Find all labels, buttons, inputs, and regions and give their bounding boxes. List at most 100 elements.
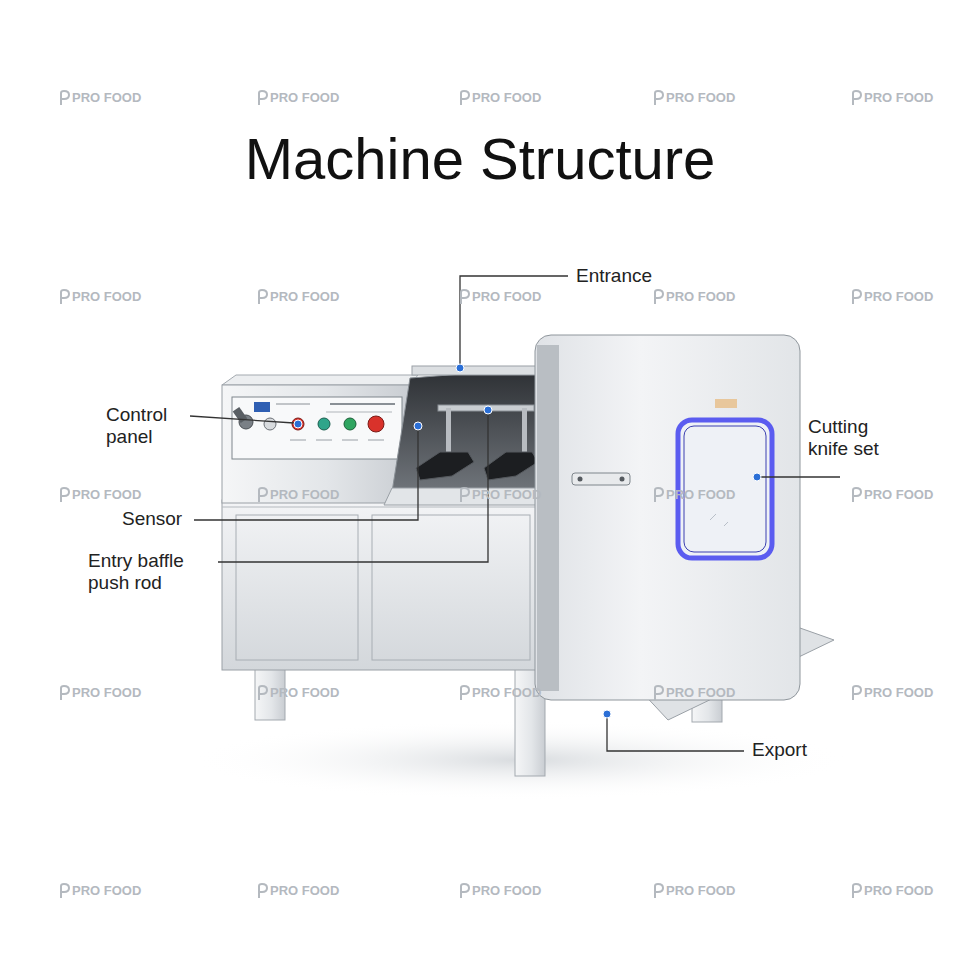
watermark: PRO FOOD — [270, 685, 339, 701]
watermark: PRO FOOD — [864, 289, 933, 305]
watermark-logo — [256, 289, 268, 305]
switch — [264, 418, 276, 430]
watermark: PRO FOOD — [666, 685, 735, 701]
watermark: PRO FOOD — [864, 90, 933, 106]
feed-opening — [392, 368, 540, 492]
watermark-logo — [652, 487, 664, 503]
watermark: PRO FOOD — [270, 487, 339, 503]
watermark: PRO FOOD — [270, 289, 339, 305]
watermark-logo — [58, 90, 70, 106]
watermark-logo — [850, 487, 862, 503]
push-rod — [522, 408, 527, 456]
part-label: Cutting knife set — [808, 416, 908, 460]
panel-housing — [222, 385, 412, 503]
leader-dot — [753, 473, 761, 481]
watermark: PRO FOOD — [666, 487, 735, 503]
watermark: PRO FOOD — [864, 883, 933, 899]
watermark-logo-stroke — [259, 290, 267, 304]
watermark: PRO FOOD — [72, 685, 141, 701]
face-print — [276, 404, 310, 405]
watermark: PRO FOOD — [72, 883, 141, 899]
face-print — [316, 440, 332, 441]
window-glint — [710, 514, 716, 520]
watermark-logo-stroke — [461, 884, 469, 898]
watermark-logo-stroke — [853, 884, 861, 898]
watermark-logo — [458, 90, 470, 106]
watermark: PRO FOOD — [864, 685, 933, 701]
leader-dot — [603, 710, 611, 718]
entrance-rail — [412, 366, 540, 375]
watermark: PRO FOOD — [472, 289, 541, 305]
face-print — [368, 440, 384, 441]
watermark-logo-stroke — [655, 686, 663, 700]
control-face — [232, 397, 402, 459]
watermark: PRO FOOD — [270, 90, 339, 106]
watermark-logo — [652, 685, 664, 701]
watermark-logo-stroke — [655, 488, 663, 502]
leader-line — [757, 476, 840, 477]
watermark-logo-stroke — [853, 91, 861, 105]
face-print — [330, 403, 395, 405]
face-print — [326, 412, 392, 413]
watermark: PRO FOOD — [666, 289, 735, 305]
watermark-logo-stroke — [259, 686, 267, 700]
watermark-logo — [256, 883, 268, 899]
watermark-logo-stroke — [655, 91, 663, 105]
indicator-button — [318, 418, 330, 430]
part-label: Control panel — [106, 404, 188, 448]
watermark-logo-stroke — [61, 488, 69, 502]
leader-line — [218, 412, 488, 562]
leader-line — [607, 716, 744, 751]
latch-screw — [620, 477, 625, 482]
leader-line — [194, 430, 418, 520]
watermark-logo — [850, 883, 862, 899]
watermark-logo-stroke — [853, 488, 861, 502]
watermark-logo — [256, 487, 268, 503]
watermark: PRO FOOD — [72, 90, 141, 106]
nameplate — [715, 399, 737, 408]
part-label: Entrance — [576, 265, 746, 287]
watermark: PRO FOOD — [666, 883, 735, 899]
watermark-logo — [256, 90, 268, 106]
part-label: Sensor — [122, 508, 202, 530]
watermark: PRO FOOD — [472, 883, 541, 899]
watermark-logo — [652, 289, 664, 305]
window-glint — [724, 522, 728, 526]
watermark-logo — [58, 883, 70, 899]
watermark-logo — [58, 487, 70, 503]
watermark-logo-stroke — [461, 488, 469, 502]
watermark: PRO FOOD — [472, 487, 541, 503]
watermark-logo — [458, 289, 470, 305]
watermark-logo-stroke — [461, 91, 469, 105]
watermark: PRO FOOD — [472, 685, 541, 701]
watermark: PRO FOOD — [72, 289, 141, 305]
watermark-logo — [458, 685, 470, 701]
latch-screw — [578, 477, 583, 482]
watermark-logo-stroke — [853, 686, 861, 700]
watermark-logo — [850, 685, 862, 701]
cabinet-door — [236, 515, 358, 660]
watermark: PRO FOOD — [666, 90, 735, 106]
indicator-button — [344, 418, 356, 430]
watermark-logo-stroke — [259, 884, 267, 898]
baffle — [484, 452, 538, 480]
cabinet — [222, 500, 540, 670]
leader-dot — [484, 406, 492, 414]
watermark-logo — [850, 289, 862, 305]
face-print — [290, 440, 306, 441]
watermark-logo — [458, 487, 470, 503]
stop-button — [368, 416, 384, 432]
push-rod — [446, 408, 451, 456]
watermark-logo — [58, 685, 70, 701]
leader-dot — [414, 422, 422, 430]
watermark-logo-stroke — [61, 290, 69, 304]
part-label: Entry baffle push rod — [88, 550, 214, 594]
watermark-logo — [652, 883, 664, 899]
watermark: PRO FOOD — [864, 487, 933, 503]
watermark-logo-stroke — [61, 91, 69, 105]
leader-line — [460, 276, 568, 368]
baffle — [416, 452, 474, 480]
watermark-logo-stroke — [853, 290, 861, 304]
leader-line — [190, 416, 294, 423]
